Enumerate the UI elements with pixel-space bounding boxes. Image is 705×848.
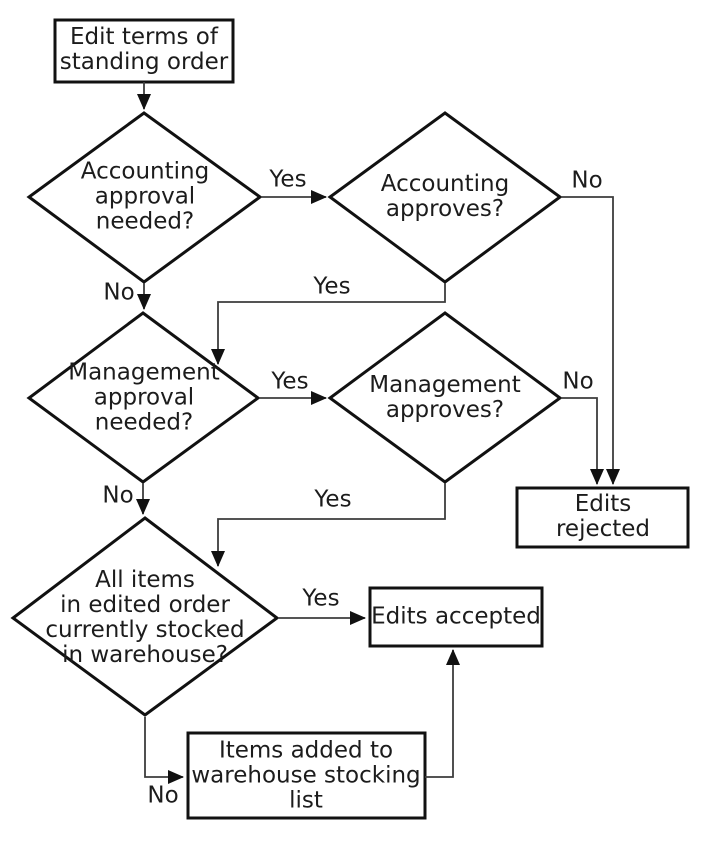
node-edits-accepted-label: Edits accepted: [371, 603, 541, 630]
edge-label-management-needed-yes: Yes: [271, 368, 309, 395]
node-edits-accepted-shape: [368, 586, 544, 648]
node-start-label: Edit terms of standing order: [59, 24, 229, 75]
edge-accounting-approves-yes: [211, 283, 446, 365]
edge-accounting-approves-no: [561, 196, 620, 485]
node-accounting-approves-shape: [327, 111, 563, 284]
edge-items-added-to-accepted: [425, 649, 460, 778]
edge-label-management-needed-no: No: [102, 482, 134, 509]
node-management-approval-needed-shape: [26, 311, 261, 484]
connectors: [136, 82, 620, 784]
node-items-added-label: Items added to warehouse stocking list: [191, 737, 421, 814]
node-items-added-shape: [186, 731, 427, 820]
edge-label-accounting-approves-no: No: [571, 167, 603, 194]
node-accounting-approval-needed-label: Accounting approval needed?: [80, 158, 210, 235]
node-edits-rejected-label: Edits rejected: [555, 491, 651, 542]
node-management-approves-shape: [327, 311, 563, 484]
node-management-approves-label: Management approves?: [369, 372, 521, 423]
node-management-approval-needed-label: Management approval needed?: [68, 359, 220, 436]
node-edits-rejected-shape: [515, 486, 690, 549]
node-all-items-stocked-label: All items in edited order currently stoc…: [45, 567, 245, 668]
node-accounting-approval-needed-shape: [26, 111, 263, 284]
edge-label-management-approves-no: No: [562, 368, 594, 395]
node-accounting-approves-label: Accounting approves?: [380, 171, 510, 222]
edge-label-all-items-yes: Yes: [302, 585, 340, 612]
edge-management-approves-yes: [211, 483, 446, 567]
edge-label-all-items-no: No: [147, 782, 179, 809]
edge-label-accounting-needed-no: No: [103, 279, 135, 306]
node-start-shape: [53, 18, 235, 84]
node-shapes: [10, 18, 690, 820]
node-all-items-stocked-shape: [10, 516, 280, 717]
edge-all-items-no: [144, 717, 184, 784]
edge-management-approves-no: [561, 397, 604, 485]
edge-label-management-approves-yes: Yes: [314, 486, 352, 513]
edge-label-accounting-approves-yes: Yes: [313, 273, 351, 300]
edge-label-accounting-needed-yes: Yes: [269, 166, 307, 193]
